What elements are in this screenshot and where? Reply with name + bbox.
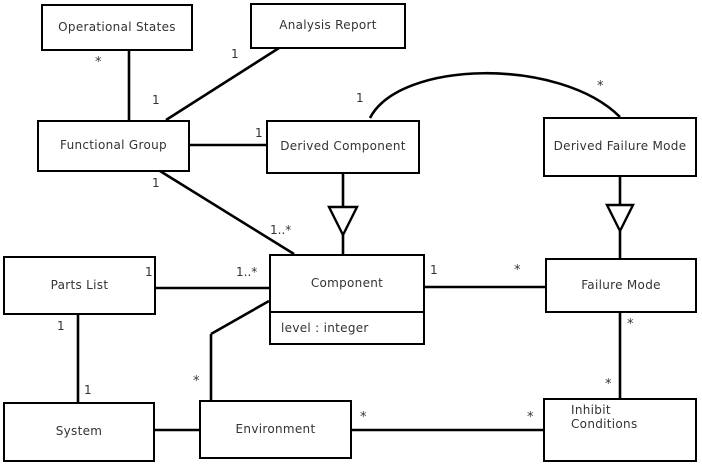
multiplicity-inhibit-conditions-to-environment: * (527, 410, 534, 425)
class-box-derived-component[interactable]: Derived Component (266, 120, 420, 174)
class-name-inhibit-conditions-line1: Inhibit (571, 403, 611, 417)
edge-functional-group-analysis-report (165, 46, 280, 122)
class-name-functional-group: Functional Group (60, 138, 167, 153)
multiplicity-operational-states-end: * (95, 55, 102, 70)
class-box-functional-group[interactable]: Functional Group (37, 120, 190, 172)
multiplicity-failure-mode-to-component: * (514, 263, 521, 278)
class-name-derived-component: Derived Component (280, 139, 406, 154)
class-name-component: Component (310, 275, 384, 290)
multiplicity-functional-group-to-analysis-report: 1 (152, 93, 160, 107)
edge-functional-group-component (159, 169, 295, 256)
class-name-parts-list: Parts List (50, 277, 109, 292)
class-attribute-component-level: level : integer (271, 311, 423, 343)
generalization-triangle-component (327, 205, 359, 238)
class-box-operational-states[interactable]: Operational States (41, 4, 193, 51)
class-box-system[interactable]: System (3, 402, 155, 462)
class-name-failure-mode: Failure Mode (581, 277, 661, 292)
class-name-system: System (55, 424, 103, 439)
multiplicity-analysis-report-end: 1 (231, 47, 239, 61)
generalization-triangle-failure-mode (605, 203, 635, 234)
class-box-environment[interactable]: Environment (199, 400, 352, 459)
class-box-analysis-report[interactable]: Analysis Report (250, 3, 406, 49)
class-name-inhibit-conditions-line2: Conditions (571, 416, 638, 431)
multiplicity-environment-to-component: * (193, 374, 200, 389)
class-box-failure-mode[interactable]: Failure Mode (545, 258, 697, 313)
class-name-analysis-report: Analysis Report (279, 18, 377, 33)
class-box-parts-list[interactable]: Parts List (3, 256, 156, 315)
class-name-inhibit-conditions: Inhibit Conditions (545, 400, 695, 460)
class-name-derived-failure-mode: Derived Failure Mode (553, 139, 687, 154)
multiplicity-component-to-functional-group: 1..* (270, 223, 292, 237)
multiplicity-system-to-parts-list: 1 (84, 383, 92, 397)
multiplicity-derived-component-arc-end: 1 (356, 91, 364, 105)
multiplicity-derived-failure-mode-arc-end: * (597, 79, 604, 94)
multiplicity-component-to-parts-list: 1..* (236, 265, 258, 279)
class-box-component[interactable]: Component level : integer (269, 254, 425, 345)
edge-component-environment-diagonal (210, 299, 270, 336)
multiplicity-inhibit-conditions-to-failure-mode: * (605, 377, 612, 392)
multiplicity-parts-list-to-system: 1 (57, 319, 65, 333)
class-box-inhibit-conditions[interactable]: Inhibit Conditions (543, 398, 697, 462)
multiplicity-functional-group-to-component: 1 (152, 176, 160, 190)
multiplicity-derived-component-to-functional-group: 1 (255, 126, 263, 140)
class-box-derived-failure-mode[interactable]: Derived Failure Mode (543, 117, 697, 177)
multiplicity-parts-list-to-component: 1 (145, 265, 153, 279)
multiplicity-environment-to-inhibit-conditions: * (360, 410, 367, 425)
multiplicity-component-to-failure-mode: 1 (430, 263, 438, 277)
class-name-operational-states: Operational States (58, 19, 176, 34)
multiplicity-failure-mode-to-inhibit-conditions: * (627, 317, 634, 332)
edge-derived-component-derived-failure-mode (368, 71, 621, 119)
class-name-environment: Environment (235, 421, 316, 436)
